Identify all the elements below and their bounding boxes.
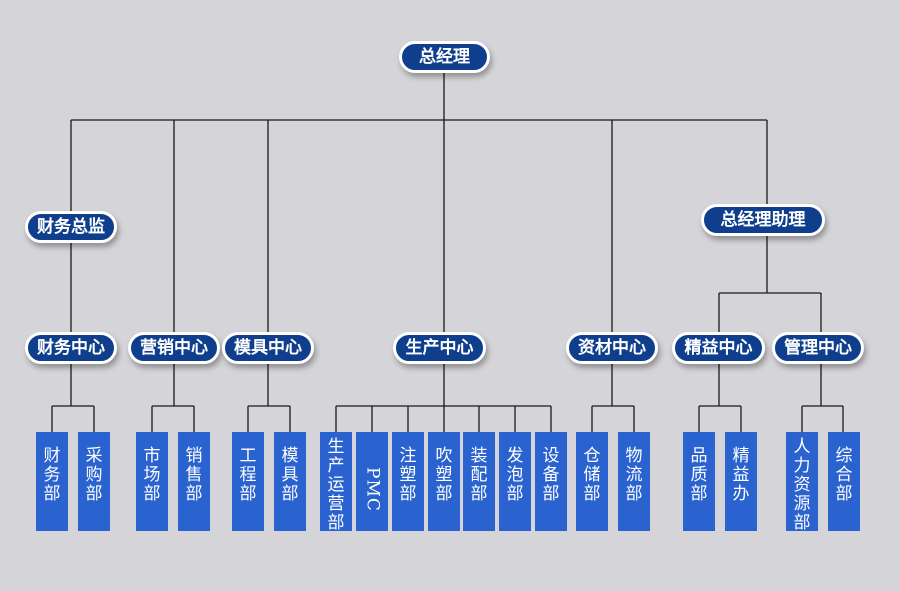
department-box: 设备部 bbox=[535, 432, 567, 531]
department-label: 物流部 bbox=[625, 446, 643, 504]
department-box: 吹塑部 bbox=[428, 432, 460, 531]
lean-center-node: 精益中心 bbox=[672, 332, 765, 364]
materials-center-node: 资材中心 bbox=[566, 332, 658, 364]
department-label: 注塑部 bbox=[399, 446, 417, 504]
department-label: 吹塑部 bbox=[435, 446, 453, 504]
department-box: 精益办 bbox=[725, 432, 757, 531]
department-label: 工程部 bbox=[239, 446, 257, 504]
mold-center-node: 模具中心 bbox=[222, 332, 314, 364]
department-box: 财务部 bbox=[36, 432, 68, 531]
department-box: 仓储部 bbox=[576, 432, 608, 531]
management-center-node: 管理中心 bbox=[772, 332, 864, 364]
department-box: 采购部 bbox=[78, 432, 110, 531]
department-box: 综合部 bbox=[828, 432, 860, 531]
marketing-center-node: 营销中心 bbox=[128, 332, 220, 364]
department-label: 精益办 bbox=[732, 446, 750, 504]
department-box: 工程部 bbox=[232, 432, 264, 531]
gm-assistant-node: 总经理助理 bbox=[701, 204, 825, 236]
department-box: 销售部 bbox=[178, 432, 210, 531]
department-label: 采购部 bbox=[85, 446, 103, 504]
department-label: PMC bbox=[362, 466, 383, 512]
finance-center-node: 财务中心 bbox=[25, 332, 117, 364]
department-box: 模具部 bbox=[274, 432, 306, 531]
department-box: 物流部 bbox=[618, 432, 650, 531]
department-box: 品质部 bbox=[683, 432, 715, 531]
department-box: 发泡部 bbox=[499, 432, 531, 531]
department-label: 综合部 bbox=[835, 446, 853, 504]
general-manager-node: 总经理 bbox=[399, 41, 490, 73]
department-label: 市场部 bbox=[143, 446, 161, 504]
department-box: 装配部 bbox=[463, 432, 495, 531]
department-box: 人力资源部 bbox=[786, 432, 818, 533]
finance-director-node: 财务总监 bbox=[25, 211, 117, 243]
department-label: 模具部 bbox=[281, 446, 299, 504]
department-box: PMC bbox=[356, 432, 388, 531]
department-label: 财务部 bbox=[43, 446, 61, 504]
production-center-node: 生产中心 bbox=[393, 332, 486, 364]
department-label: 品质部 bbox=[690, 446, 708, 504]
department-label: 人力资源部 bbox=[793, 437, 811, 533]
department-label: 生产运营部 bbox=[327, 437, 345, 533]
department-label: 装配部 bbox=[470, 446, 488, 504]
department-label: 设备部 bbox=[542, 446, 560, 504]
department-label: 仓储部 bbox=[583, 446, 601, 504]
department-box: 注塑部 bbox=[392, 432, 424, 531]
department-label: 销售部 bbox=[185, 446, 203, 504]
department-box: 市场部 bbox=[136, 432, 168, 531]
department-label: 发泡部 bbox=[506, 446, 524, 504]
department-box: 生产运营部 bbox=[320, 432, 352, 533]
